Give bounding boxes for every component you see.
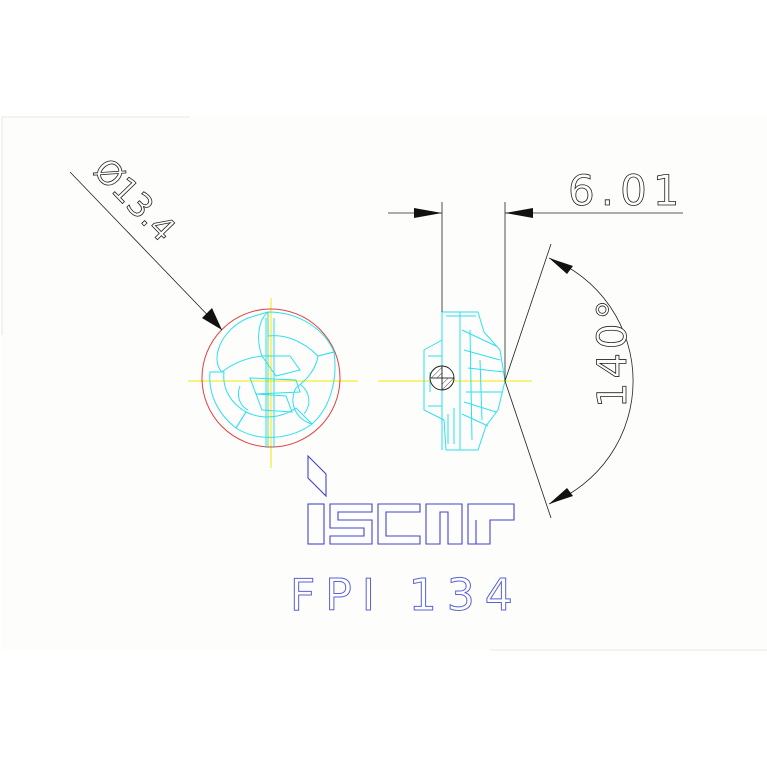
diameter-arrowhead <box>202 308 222 330</box>
width-dimension: 6.01 <box>388 166 686 381</box>
side-view <box>378 311 532 451</box>
tool-end-outline <box>209 311 336 448</box>
angle-leg-lower <box>504 380 552 519</box>
angle-label: 140° <box>590 296 636 408</box>
arrowhead-right <box>505 208 533 218</box>
angle-dimension: 140° <box>504 243 636 519</box>
angle-arrowhead-bottom <box>549 488 573 504</box>
product-code: FPI 134 <box>290 570 523 621</box>
brand-name: iscar <box>411 537 421 542</box>
section-marker <box>429 365 455 391</box>
angle-arrowhead-top <box>549 258 573 274</box>
iscar-logo: iscar <box>307 454 515 545</box>
logo-accent-mark <box>307 454 327 498</box>
angle-leg-upper <box>504 243 552 382</box>
sheet-frame <box>1 116 767 651</box>
width-label: 6.01 <box>568 166 686 215</box>
end-view <box>188 298 358 468</box>
diameter-circle <box>201 308 341 448</box>
diameter-leader-line <box>69 171 223 331</box>
tool-side-outline <box>423 311 506 451</box>
angle-arc <box>548 257 634 505</box>
arrowhead-left <box>414 208 442 218</box>
